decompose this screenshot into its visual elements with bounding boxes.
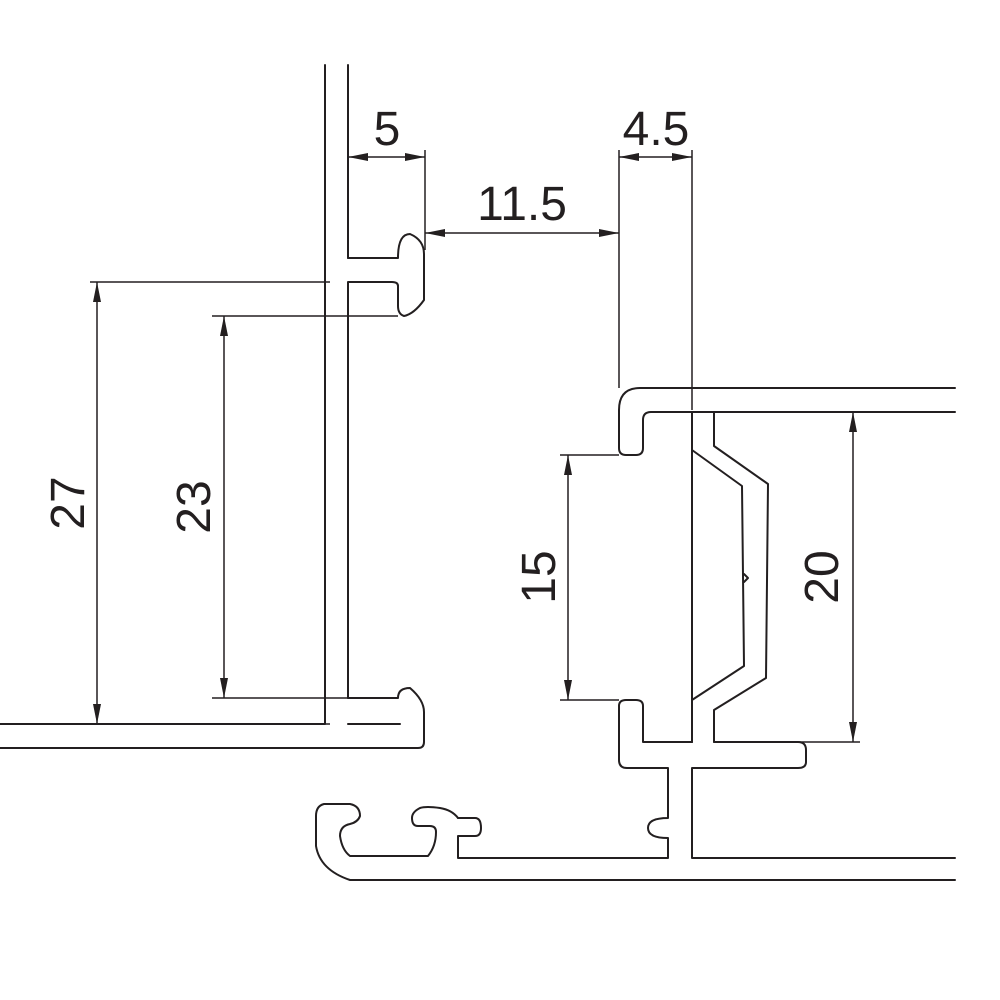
left-wall-outer <box>0 64 326 725</box>
base-rail <box>315 803 956 881</box>
dim-label-5: 5 <box>374 103 401 156</box>
right-left-wall <box>457 705 669 859</box>
dim-label-15: 15 <box>513 550 566 603</box>
right-lower-hook <box>618 699 693 743</box>
dim-label-20: 20 <box>796 550 849 603</box>
right-foot <box>691 741 956 859</box>
right-clip <box>691 411 769 743</box>
dim-label-11-5: 11.5 <box>477 178 567 231</box>
dim-label-23: 23 <box>168 480 221 533</box>
left-upper-hook <box>347 233 425 699</box>
dim-label-27: 27 <box>42 476 95 529</box>
extension-lines <box>90 150 860 743</box>
dim-label-4-5: 4.5 <box>623 103 690 156</box>
right-clip-notch <box>743 573 749 583</box>
right-top-plate <box>618 387 956 456</box>
right-profile <box>315 387 956 881</box>
dimension-labels: 5 4.5 11.5 27 23 15 20 <box>42 103 849 604</box>
dimension-lines <box>93 153 857 742</box>
left-profile <box>0 64 425 749</box>
left-lower-hook-base <box>0 687 425 749</box>
